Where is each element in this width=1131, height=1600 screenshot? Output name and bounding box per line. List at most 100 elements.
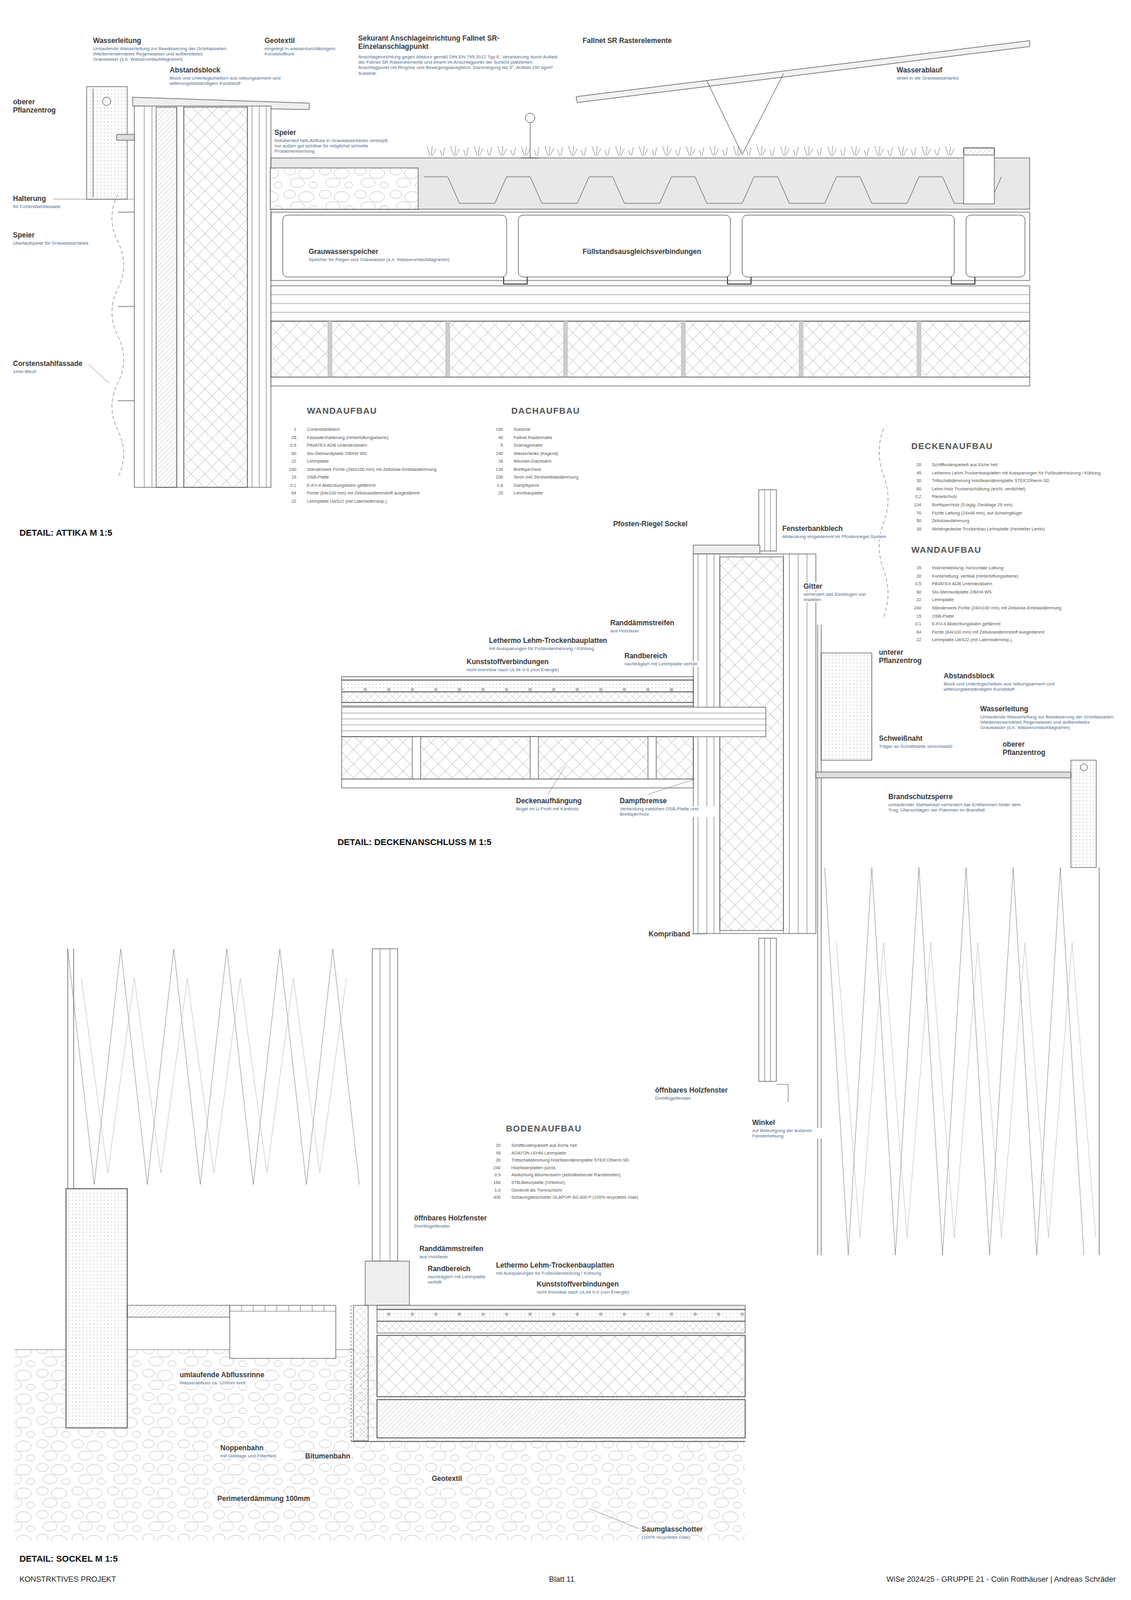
leader bbox=[589, 1508, 640, 1529]
cladding bbox=[67, 948, 74, 1189]
callout-label: Noppenbahn bbox=[219, 1443, 265, 1452]
callout-note: mit Aussparungen für Fußbodenheizung / K… bbox=[487, 645, 595, 651]
callout-note: Verbindung zwischen OSB-Platte und Brett… bbox=[618, 805, 716, 817]
layer-thickness: 1,0 bbox=[493, 1187, 502, 1193]
layer-name: Holzverkleidung, horizontale Lattung bbox=[930, 565, 1005, 571]
layer-name: Schiffbodenparkett aus Eiche hell bbox=[930, 462, 999, 468]
layer-name: Wassertanks (tragend) bbox=[512, 451, 560, 456]
cable-net bbox=[836, 942, 1096, 1238]
callout-note: Träger an Schnittstelle verschweißt bbox=[877, 743, 969, 749]
callout-note: Speicher für Regen und Grauwasser (s.h. … bbox=[307, 256, 451, 263]
callout-label: Abstandsblock bbox=[942, 671, 996, 680]
footer-text: WiSe 2024/25 - GRUPPE 21 - Colin Rotthäu… bbox=[885, 1573, 1117, 1584]
window-frame bbox=[764, 489, 771, 551]
water-outlet bbox=[963, 147, 995, 204]
callout-label: Wasserleitung bbox=[979, 704, 1030, 713]
layer-name: Dampfsperre bbox=[512, 483, 541, 488]
callout-note: (100% recycletes Glas) bbox=[640, 1533, 692, 1540]
planter bbox=[86, 86, 128, 200]
callout-label: Abstandsblock bbox=[168, 65, 222, 75]
floor-insulation bbox=[377, 1334, 746, 1397]
layer-name: E-KV-4 Abdichtungsbahn geflämmt bbox=[305, 483, 377, 488]
layer-name: Abhängedecke Trockenbau Lehmplatte (Hers… bbox=[930, 526, 1047, 532]
callout-label: Lethermo Lehm-Trockenbauplatten bbox=[494, 1260, 616, 1269]
sockel-detail bbox=[14, 948, 746, 1540]
layer-thickness: 240 bbox=[494, 451, 505, 456]
layer-thickness: 150 bbox=[494, 427, 505, 432]
layer-thickness: 240 bbox=[912, 605, 923, 611]
drain-grate bbox=[229, 1304, 336, 1311]
layer-name: PAVATEX ADB Unterdeckbahn bbox=[930, 581, 994, 587]
layer-thickness: 5 bbox=[499, 442, 505, 448]
callout-note: zur Befestigung der äußeren Fensterleibu… bbox=[751, 1127, 836, 1139]
layer-thickness: 240 bbox=[287, 467, 298, 472]
raster-profile bbox=[424, 176, 1002, 204]
layer-thickness: 60 bbox=[915, 589, 923, 595]
cable-net bbox=[824, 867, 1084, 1255]
layer-thickness: 64 bbox=[915, 629, 923, 635]
connectors bbox=[341, 679, 694, 692]
callout-label: Lethermo Lehm-Trockenbauplatten bbox=[487, 636, 609, 645]
slab-bg bbox=[377, 1399, 746, 1438]
upper-planter bbox=[1070, 759, 1097, 868]
layer-name: Ständerwerk Fichte (240x100 mm) mit Zell… bbox=[305, 467, 438, 472]
callout-note: mit Aussparungen für Fußbodenheizung / K… bbox=[494, 1270, 603, 1276]
post-beam-base bbox=[693, 544, 760, 554]
callout-label: Deckenaufhängung bbox=[514, 796, 583, 805]
callout-label: oberer Pflanzentrog bbox=[1001, 739, 1069, 757]
layer-thickness: 240 bbox=[491, 1165, 502, 1170]
tank-zone bbox=[270, 212, 1030, 281]
layer-thickness: 22 bbox=[915, 597, 923, 603]
clt-layers bbox=[270, 294, 1030, 313]
callout-label: Füllstandsausgleichsverbindungen bbox=[581, 247, 703, 256]
layer-name: Holzfaserplatten porös bbox=[510, 1165, 557, 1170]
layer-thickness: 20 bbox=[915, 462, 923, 468]
callout-label: unterer Pflanzentrog bbox=[877, 647, 945, 666]
callout-label: Bitumenbahn bbox=[303, 1451, 352, 1460]
callout-label: Geotextil bbox=[430, 1473, 464, 1483]
layer-thickness: 64 bbox=[290, 490, 298, 496]
callout-label: Halterung bbox=[11, 194, 48, 203]
dimple-sheet bbox=[351, 1304, 352, 1441]
layer-name: Geotextil als Trennschicht bbox=[510, 1187, 564, 1193]
wall bbox=[693, 553, 816, 934]
callout-note: Überlaufspeier für Grauwassertanks bbox=[11, 240, 91, 246]
layer-thickness: 22 bbox=[915, 637, 923, 643]
table-heading: DACHAUFBAU bbox=[510, 405, 582, 416]
window-frame bbox=[379, 948, 390, 1261]
layer-thickness: 15 bbox=[915, 613, 923, 619]
callout-note: verhindert das Eindringen von Insekten bbox=[802, 591, 876, 603]
insulation-bg bbox=[377, 1334, 746, 1397]
layer-thickness: 0,1 bbox=[289, 483, 298, 488]
layer-thickness: 160 bbox=[491, 1179, 502, 1185]
table-heading: WANDAUFBAU bbox=[910, 544, 983, 555]
layer-name: Fassadenhalterung (Hinterlüftungsebene) bbox=[305, 435, 390, 441]
callout-label: Fallnet SR Rasterelemente bbox=[581, 36, 673, 45]
callout-label: Randbereich bbox=[623, 651, 669, 660]
layer-name: PAVATEX ADB Unterdeckbahn bbox=[305, 442, 369, 448]
callout-note: Notüberlauf falls Abfluss in Grauwassert… bbox=[273, 137, 394, 155]
attika-detail bbox=[53, 40, 1030, 488]
batten bbox=[530, 736, 539, 779]
layer-name: Sto-Steinwollplatte 2/B/H4 WS bbox=[930, 589, 993, 595]
layer-name: Lehmplatte bbox=[305, 458, 330, 464]
layer-thickness: 25 bbox=[497, 490, 505, 496]
callout-note: Drehflügelfenster bbox=[412, 1222, 452, 1229]
layer-name: Sto-Steinwollplatte 2/B/H4 WS bbox=[305, 451, 368, 456]
layer-name: Lethermo Lehm-Trockenbauplatten mit Auss… bbox=[930, 470, 1102, 476]
level-connectors bbox=[503, 276, 975, 284]
layer-thickness: 22 bbox=[290, 458, 298, 464]
layer-name: Substrat bbox=[512, 427, 532, 432]
layer-thickness: 20 bbox=[494, 1142, 502, 1148]
layer-name: Bitumen-Dachbahn bbox=[512, 458, 553, 464]
roof-insulation bbox=[270, 321, 1030, 377]
callout-label: Sekurant Anschlageinrichtung Fallnet SR-… bbox=[356, 34, 554, 52]
layer-thickness: 70 bbox=[915, 510, 923, 516]
wall-insulation bbox=[719, 556, 784, 931]
cable-net bbox=[81, 977, 347, 1173]
callout-label: Perimeterdämmung 100mm bbox=[216, 1493, 312, 1503]
detail-title: DETAIL: ATTIKA M 1:5 bbox=[18, 527, 114, 538]
layer-thickness: 0,1 bbox=[914, 621, 923, 627]
callout-label: Pfosten-Riegel Sockel bbox=[612, 519, 689, 528]
